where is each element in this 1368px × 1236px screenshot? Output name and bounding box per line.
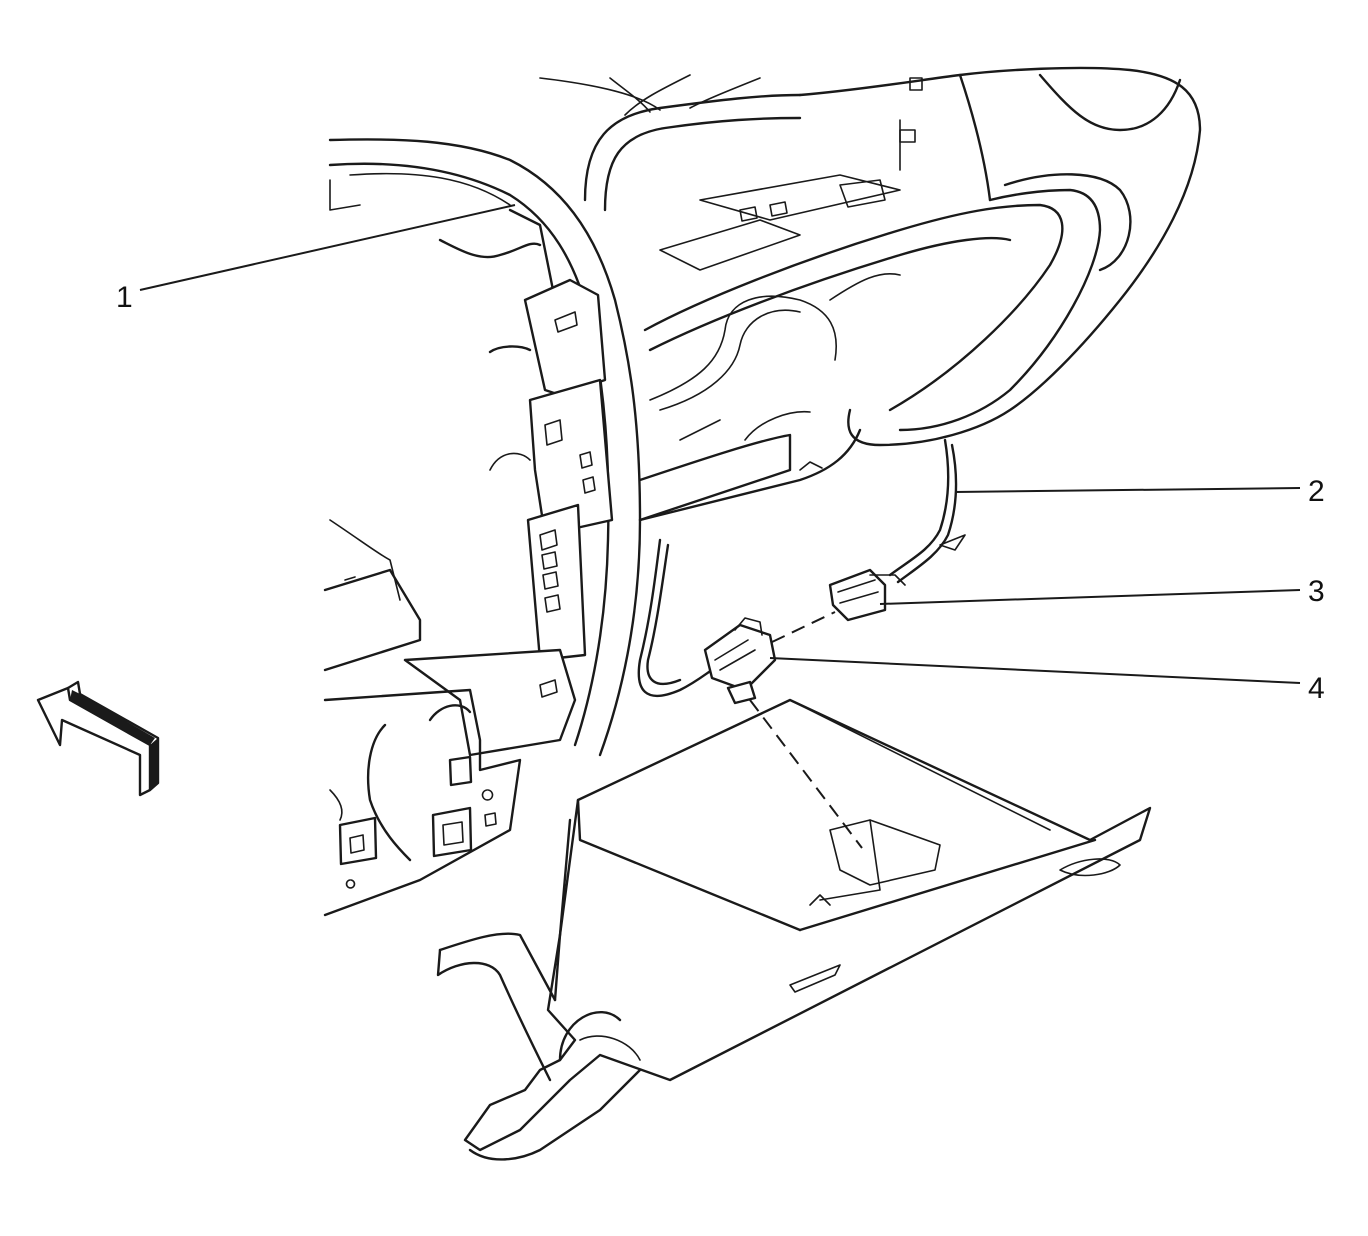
door-pillar <box>323 138 642 757</box>
glove-box-door <box>436 698 1152 1161</box>
kick-panel <box>323 688 522 917</box>
callout-4: 4 <box>1308 672 1325 705</box>
lamp-assembly-line <box>749 699 863 849</box>
callout-3: 3 <box>1308 575 1325 608</box>
leader-line-1 <box>139 204 516 291</box>
callout-2: 2 <box>1308 475 1325 508</box>
leader-line-2 <box>954 487 1301 493</box>
leader-line-3 <box>879 589 1301 605</box>
front-direction-arrow-icon <box>36 680 160 797</box>
leader-line-4 <box>769 657 1301 684</box>
callout-1: 1 <box>116 281 133 314</box>
connector-assembly-line <box>771 611 836 643</box>
lamp-wiring-harness <box>637 438 966 698</box>
instrument-panel <box>539 66 1202 522</box>
connector <box>828 568 906 622</box>
glove-box-lamp <box>703 617 777 705</box>
